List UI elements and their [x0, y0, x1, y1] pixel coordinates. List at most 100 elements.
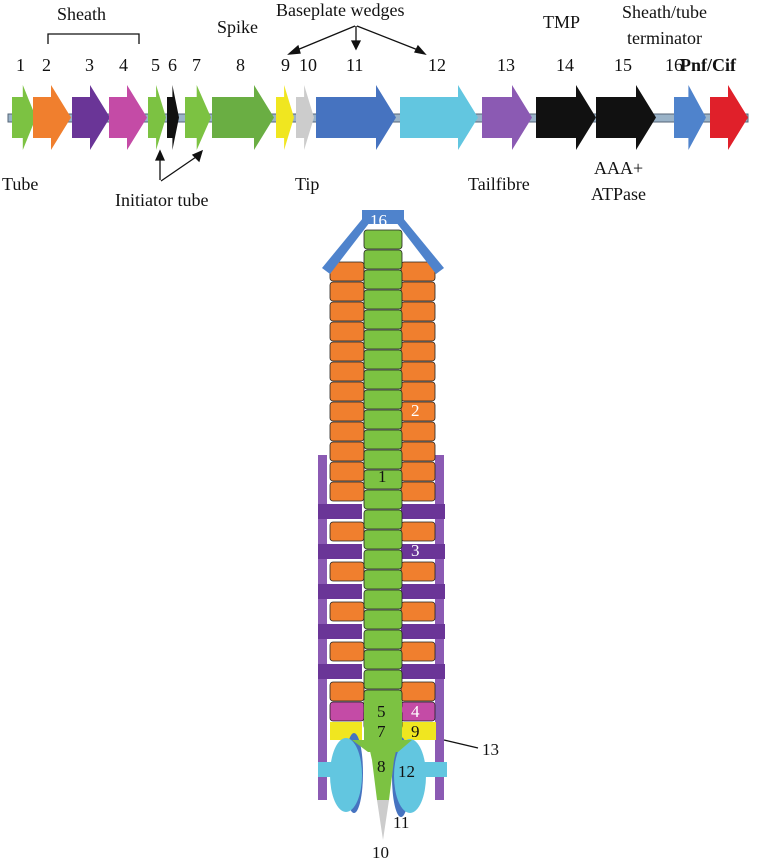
- tube-subunit: [363, 469, 403, 490]
- gene-arrow-13: [482, 85, 532, 150]
- tube-subunit: [363, 369, 403, 390]
- gene-arrow-14: [536, 85, 596, 150]
- gene-number-16: 16: [665, 55, 683, 75]
- sheath-subunit-left: [329, 361, 365, 382]
- tube-subunit: [363, 269, 403, 290]
- struct-label-8: 8: [377, 757, 386, 776]
- label-terminator-1: Sheath/tube: [622, 2, 707, 22]
- gene-number-11: 11: [346, 55, 363, 75]
- struct-label-2: 2: [411, 401, 420, 420]
- label-initiator-tube: Initiator tube: [115, 190, 208, 210]
- gene-arrow-7: [185, 85, 211, 150]
- gene-number-3: 3: [85, 55, 94, 75]
- label-sheath: Sheath: [57, 4, 106, 24]
- fibre-leader-line: [443, 739, 479, 749]
- sheath-subunit-left: [318, 504, 362, 519]
- sheath-subunit-right: [400, 421, 436, 442]
- struct-label-10: 10: [372, 843, 389, 859]
- sheath-subunit-right: [400, 641, 436, 662]
- sheath-subunit-left: [329, 461, 365, 482]
- tube-subunit: [363, 449, 403, 470]
- sheath-subunit-left: [329, 601, 365, 622]
- sheath-subunit-right: [400, 361, 436, 382]
- initiator-arrows: [154, 149, 204, 182]
- tube-subunit: [363, 549, 403, 570]
- sheath-subunit-right: [401, 584, 445, 599]
- baseplate: [318, 722, 447, 840]
- sheath-subunit-right: [401, 664, 445, 679]
- gene-number-pnf-cif: Pnf/Cif: [680, 55, 737, 75]
- sheath-subunit-left: [329, 301, 365, 322]
- sheath-subunit-left: [329, 341, 365, 362]
- gene-number-15: 15: [614, 55, 632, 75]
- sheath-subunit-left: [318, 664, 362, 679]
- gene-number-8: 8: [236, 55, 245, 75]
- gene-number-1: 1: [16, 55, 25, 75]
- sheath-subunit-left: [329, 521, 365, 542]
- sheath-subunit-left: [318, 544, 362, 559]
- tube-subunit: [363, 569, 403, 590]
- label-terminator-2: terminator: [627, 28, 702, 48]
- sheath-subunit-left: [329, 481, 365, 502]
- sheath-subunit-right: [400, 481, 436, 502]
- tip-10: [377, 800, 389, 840]
- sheath-subunit-right: [400, 441, 436, 462]
- tube-subunit: [363, 249, 403, 270]
- tube-subunit: [363, 289, 403, 310]
- tube-subunit: [363, 489, 403, 510]
- gene-arrow-3: [72, 85, 110, 150]
- sheath-subunit-right: [401, 624, 445, 639]
- gene-arrow-pnf-cif: [710, 85, 748, 150]
- initiator-block: [364, 700, 402, 744]
- tube-subunit: [363, 529, 403, 550]
- sheath-subunit-right: [400, 561, 436, 582]
- gene-arrow-15: [596, 85, 656, 150]
- label-tailfibre: Tailfibre: [468, 174, 530, 194]
- struct-label-9: 9: [411, 722, 420, 741]
- gene-arrow-11: [316, 85, 396, 150]
- sheath-subunit-right: [400, 461, 436, 482]
- sheath-subunit-left: [329, 401, 365, 422]
- label-aaa-2: ATPase: [591, 184, 646, 204]
- wedge-12-right: [394, 739, 426, 813]
- gene-arrow-1: [12, 85, 36, 150]
- struct-label-1: 1: [378, 467, 387, 486]
- baseplate-arrows: [287, 25, 427, 56]
- label-spike: Spike: [217, 17, 258, 37]
- sheath-subunit-right: [400, 281, 436, 302]
- sheath-subunit-left: [329, 441, 365, 462]
- sheath-subunit-right: [400, 601, 436, 622]
- struct-label-13: 13: [482, 740, 499, 759]
- sheath-subunit-left: [329, 281, 365, 302]
- gene-arrow-8: [212, 85, 274, 150]
- struct-label-3: 3: [411, 541, 420, 560]
- struct-label-12: 12: [398, 762, 415, 781]
- sheath-subunit-right: [400, 321, 436, 342]
- sheath-subunit-left: [329, 681, 365, 702]
- struct-label-4: 4: [411, 702, 420, 721]
- tail-structure: [318, 210, 479, 840]
- tube-subunit: [363, 669, 403, 690]
- sheath-subunit-right: [400, 341, 436, 362]
- gene-number-7: 7: [192, 55, 201, 75]
- gene-arrow-12: [400, 85, 478, 150]
- tube-subunit: [363, 509, 403, 530]
- label-aaa-1: AAA+: [594, 158, 643, 178]
- gene-number-4: 4: [119, 55, 128, 75]
- tube-subunit: [363, 409, 403, 430]
- sheath-subunit-right: [400, 381, 436, 402]
- tube-subunit: [363, 329, 403, 350]
- gene-arrow-5: [148, 85, 166, 150]
- label-tip: Tip: [295, 174, 319, 194]
- sheath-subunit-right: [400, 521, 436, 542]
- tube-subunit: [363, 629, 403, 650]
- gene-arrow-2: [33, 85, 71, 150]
- gene-number-2: 2: [42, 55, 51, 75]
- gene-number-10: 10: [299, 55, 317, 75]
- gene-number-5: 5: [151, 55, 160, 75]
- sheath-subunit-left: [329, 701, 365, 722]
- gene-number-12: 12: [428, 55, 446, 75]
- terminator-top: [362, 210, 404, 224]
